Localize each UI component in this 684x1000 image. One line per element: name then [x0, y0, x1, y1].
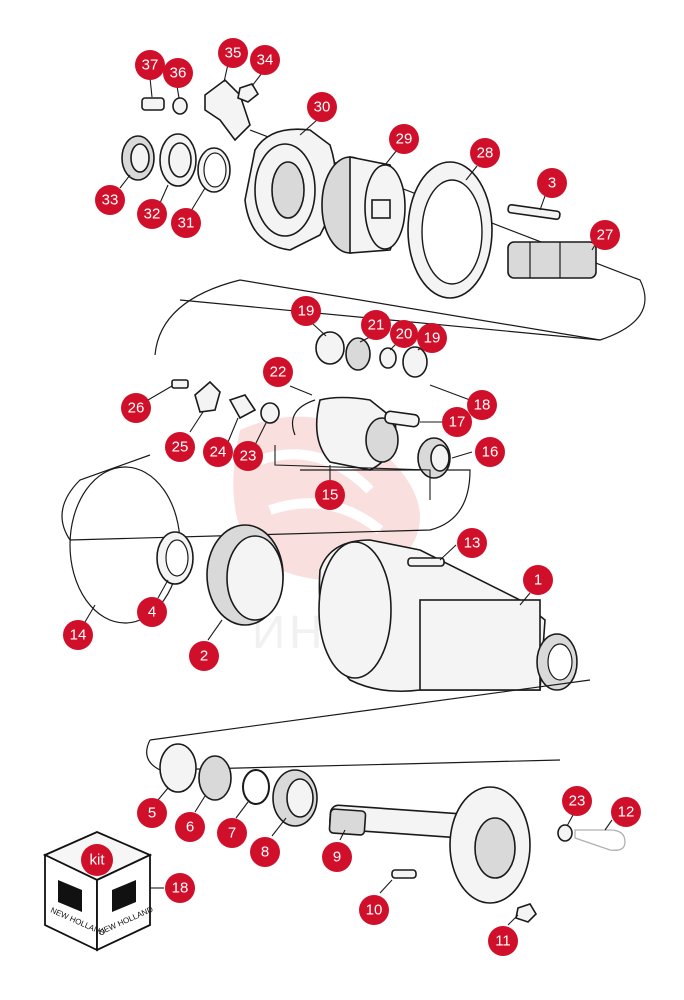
- callout-33[interactable]: 33: [95, 185, 125, 215]
- svg-text:19: 19: [298, 303, 315, 320]
- callout-12[interactable]: 12: [611, 797, 641, 827]
- callout-23-shaft[interactable]: 23: [562, 786, 592, 816]
- svg-text:32: 32: [144, 206, 161, 223]
- svg-text:12: 12: [618, 804, 635, 821]
- callout-1[interactable]: 1: [523, 565, 553, 595]
- svg-text:8: 8: [261, 844, 269, 861]
- svg-text:28: 28: [477, 145, 494, 162]
- callout-26[interactable]: 26: [121, 393, 151, 423]
- svg-text:24: 24: [210, 444, 227, 461]
- svg-text:6: 6: [186, 819, 194, 836]
- callout-17[interactable]: 17: [442, 407, 472, 437]
- callout-28[interactable]: 28: [470, 138, 500, 168]
- svg-text:kit: kit: [90, 852, 106, 869]
- svg-text:31: 31: [178, 215, 195, 232]
- callout-10[interactable]: 10: [359, 895, 389, 925]
- svg-text:15: 15: [322, 487, 339, 504]
- callout-18-diff[interactable]: 18: [467, 390, 497, 420]
- svg-text:13: 13: [464, 535, 481, 552]
- svg-text:3: 3: [548, 175, 556, 192]
- svg-text:37: 37: [142, 57, 159, 74]
- svg-text:18: 18: [474, 397, 491, 414]
- callout-34[interactable]: 34: [250, 45, 280, 75]
- callout-29[interactable]: 29: [389, 124, 419, 154]
- svg-text:18: 18: [172, 880, 189, 897]
- svg-text:14: 14: [70, 627, 87, 644]
- svg-text:16: 16: [482, 444, 499, 461]
- svg-text:33: 33: [102, 192, 119, 209]
- callout-15[interactable]: 15: [315, 480, 345, 510]
- callout-4[interactable]: 4: [137, 597, 167, 627]
- svg-text:7: 7: [228, 825, 236, 842]
- callout-11[interactable]: 11: [488, 926, 518, 956]
- svg-text:17: 17: [449, 414, 466, 431]
- callout-6[interactable]: 6: [175, 812, 205, 842]
- callout-3[interactable]: 3: [537, 168, 567, 198]
- svg-text:29: 29: [396, 131, 413, 148]
- callout-22[interactable]: 22: [263, 357, 293, 387]
- svg-text:21: 21: [368, 317, 385, 334]
- svg-text:30: 30: [314, 99, 331, 116]
- callout-20[interactable]: 20: [390, 320, 418, 348]
- svg-text:27: 27: [597, 227, 614, 244]
- callout-5[interactable]: 5: [137, 798, 167, 828]
- callout-badges: 37 36 35 34 30 29 28 3 27 33 32 31 19 21…: [63, 38, 641, 956]
- callout-13[interactable]: 13: [457, 528, 487, 558]
- svg-text:2: 2: [200, 648, 208, 665]
- svg-text:23: 23: [569, 793, 586, 810]
- upper-assembly: [121, 78, 646, 341]
- callout-35[interactable]: 35: [218, 38, 248, 68]
- callout-30[interactable]: 30: [307, 92, 337, 122]
- callout-16[interactable]: 16: [475, 437, 505, 467]
- callout-24[interactable]: 24: [203, 437, 233, 467]
- callout-23-diff[interactable]: 23: [233, 441, 263, 471]
- svg-text:36: 36: [170, 65, 187, 82]
- callout-21[interactable]: 21: [361, 310, 391, 340]
- callout-36[interactable]: 36: [163, 58, 193, 88]
- leader-lines: [84, 63, 613, 926]
- callout-27[interactable]: 27: [590, 220, 620, 250]
- svg-text:10: 10: [366, 902, 383, 919]
- kit-badge[interactable]: kit: [81, 844, 113, 876]
- callout-25[interactable]: 25: [165, 432, 195, 462]
- callout-14[interactable]: 14: [63, 620, 93, 650]
- svg-text:9: 9: [333, 849, 341, 866]
- svg-text:4: 4: [148, 604, 156, 621]
- callout-9[interactable]: 9: [322, 842, 352, 872]
- callout-18-kit[interactable]: 18: [165, 873, 195, 903]
- svg-text:34: 34: [257, 52, 274, 69]
- svg-text:1: 1: [534, 572, 542, 589]
- svg-text:25: 25: [172, 439, 189, 456]
- callout-19-left[interactable]: 19: [291, 296, 321, 326]
- svg-text:26: 26: [128, 400, 145, 417]
- callout-37[interactable]: 37: [135, 50, 165, 80]
- svg-text:35: 35: [225, 45, 242, 62]
- svg-text:20: 20: [396, 326, 413, 343]
- axle-housing-assembly: [69, 466, 591, 741]
- callout-32[interactable]: 32: [137, 199, 167, 229]
- svg-text:11: 11: [495, 933, 511, 950]
- svg-text:22: 22: [270, 364, 287, 381]
- svg-text:23: 23: [240, 448, 257, 465]
- callout-2[interactable]: 2: [189, 641, 219, 671]
- callout-7[interactable]: 7: [217, 818, 247, 848]
- svg-text:5: 5: [148, 805, 156, 822]
- callout-8[interactable]: 8: [250, 837, 280, 867]
- svg-text:19: 19: [424, 330, 441, 347]
- callout-19-right[interactable]: 19: [417, 323, 447, 353]
- callout-31[interactable]: 31: [171, 208, 201, 238]
- lower-assembly: [146, 739, 626, 923]
- middle-assembly: [61, 279, 601, 541]
